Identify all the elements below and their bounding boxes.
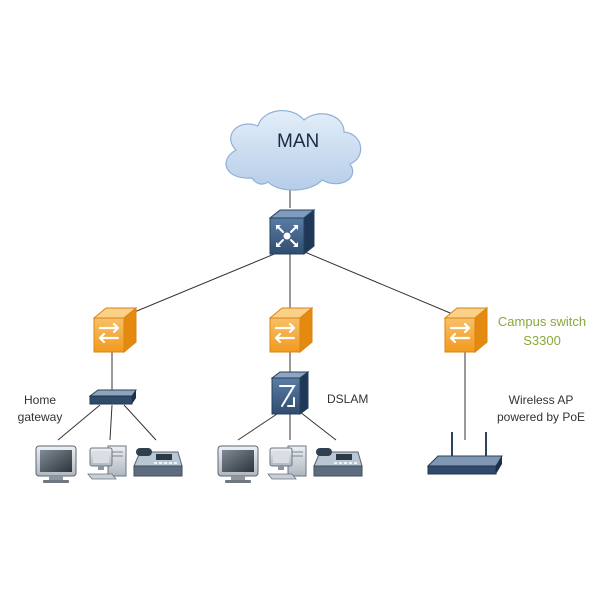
link-dslam-monitor xyxy=(237,411,281,441)
monitor-icon-home xyxy=(35,445,77,484)
campus-switch-label: Campus switch S3300 xyxy=(497,314,587,348)
link-gateway-pc xyxy=(109,404,113,441)
dslam-label: DSLAM xyxy=(327,392,369,406)
home-gateway-label: Home gateway xyxy=(17,393,63,424)
core-switch-icon xyxy=(268,208,316,256)
links xyxy=(57,170,466,441)
pc-icon-home xyxy=(87,445,127,480)
link-dslam-phone xyxy=(299,411,337,441)
pc-icon-dslam xyxy=(267,445,307,480)
ip-phone-icon-home xyxy=(133,447,183,477)
wireless-ap-icon xyxy=(426,432,503,475)
cloud-label: MAN xyxy=(277,131,320,152)
switch-icon-left xyxy=(92,306,138,354)
ip-phone-icon-dslam xyxy=(313,447,363,477)
switch-icon-middle xyxy=(268,306,314,354)
monitor-icon-dslam xyxy=(217,445,259,484)
link-gateway-phone xyxy=(123,404,157,441)
link-core-left-switch xyxy=(119,249,285,319)
cloud-icon xyxy=(225,110,362,191)
dslam-icon xyxy=(270,371,310,415)
switch-icon-right xyxy=(443,306,489,354)
link-gateway-monitor xyxy=(57,404,101,441)
link-core-right-switch xyxy=(299,249,463,319)
gateway-icon xyxy=(88,389,137,405)
wireless-ap-label: Wireless AP powered by PoE xyxy=(496,393,586,424)
